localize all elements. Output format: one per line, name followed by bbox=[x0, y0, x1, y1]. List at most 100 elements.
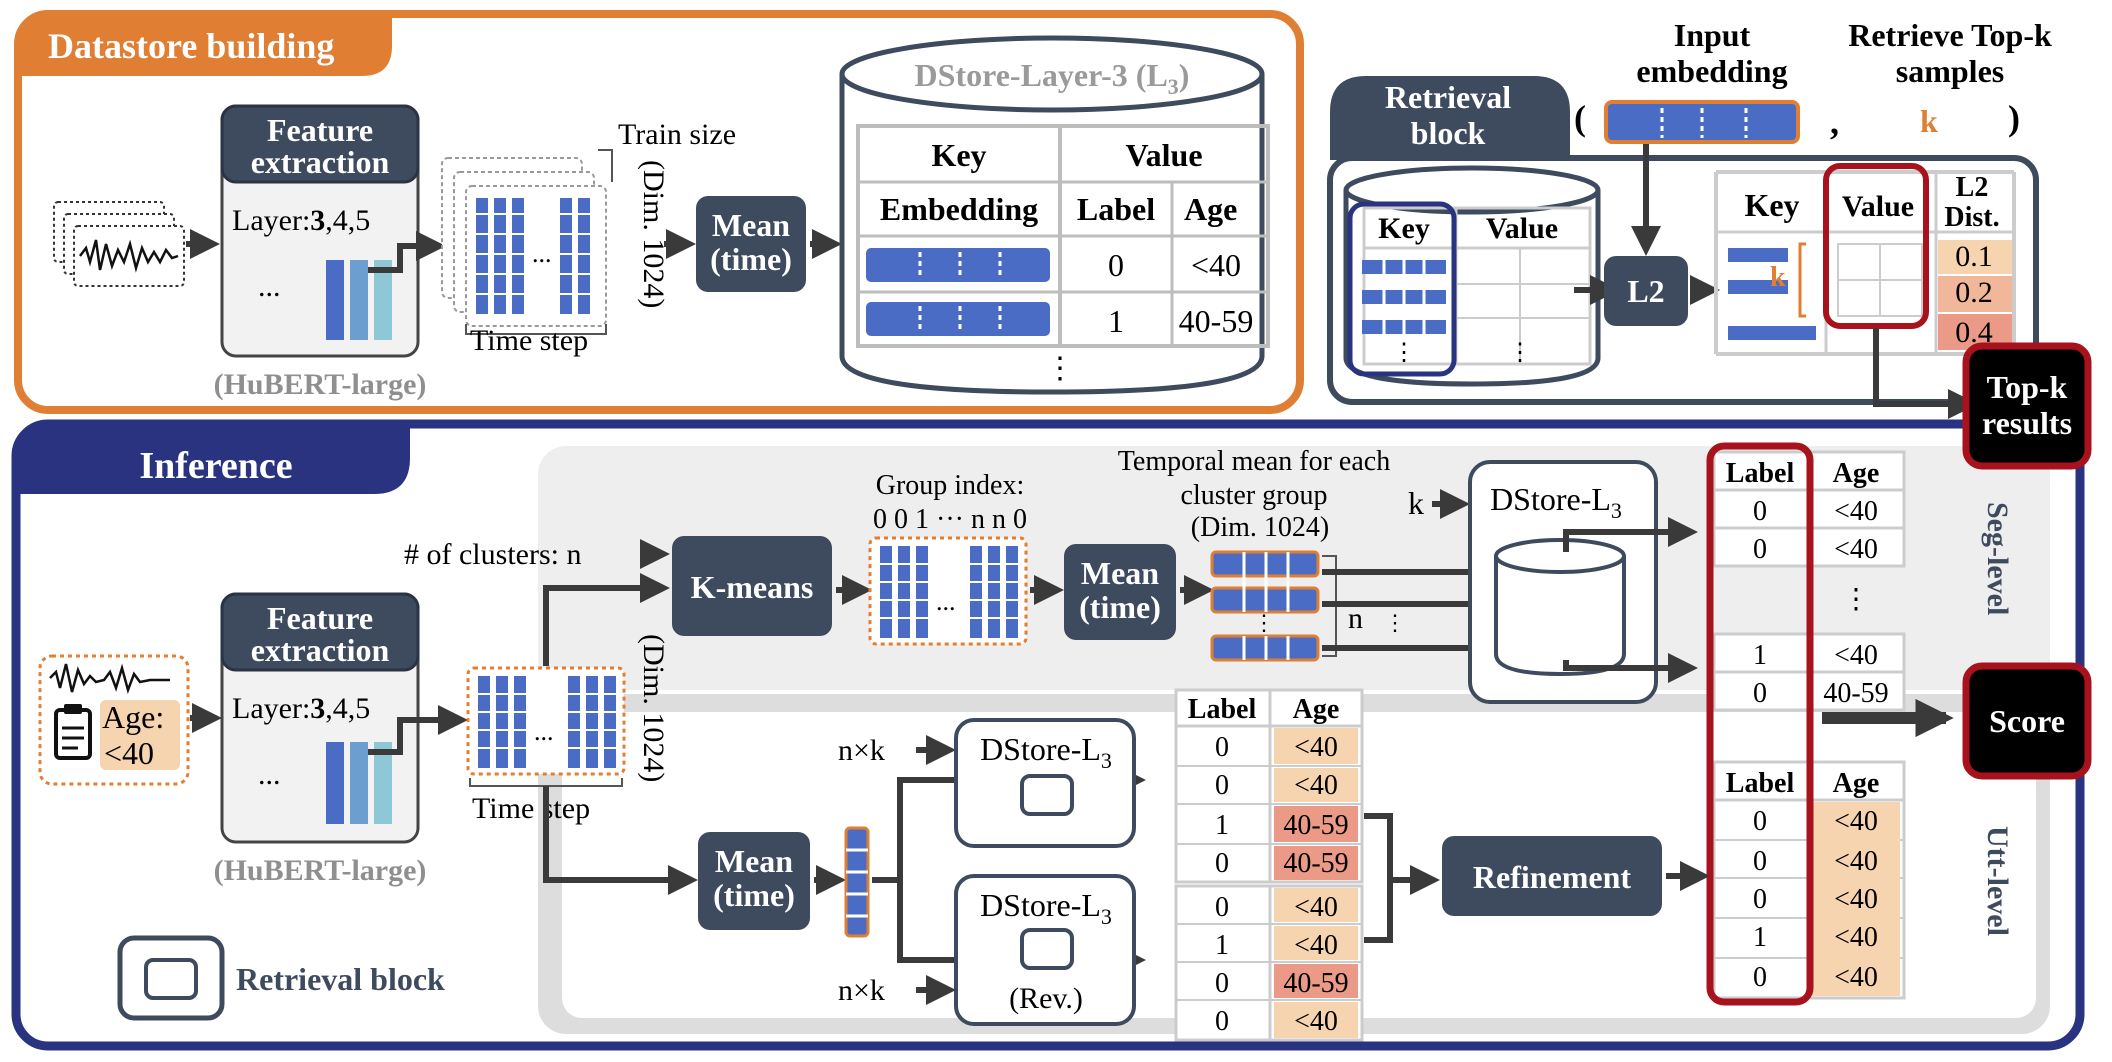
utt-bot-r3-age: 40-59 bbox=[1283, 968, 1348, 999]
feature-extraction-label-2: extraction bbox=[251, 144, 390, 180]
utt-bot-r3-label: 0 bbox=[1215, 968, 1229, 999]
clipboard-icon bbox=[54, 704, 92, 760]
l2-dist-header-1: L2 bbox=[1956, 172, 1989, 203]
input-embedding-label-2: embedding bbox=[1636, 53, 1787, 89]
utt-bot-r4-age: <40 bbox=[1294, 1006, 1338, 1037]
layer-ellipsis: ... bbox=[258, 270, 281, 303]
refined-age-header: Age bbox=[1833, 768, 1880, 799]
seg-row3-age: <40 bbox=[1834, 640, 1878, 671]
datastore-mean-block: Mean (time) bbox=[696, 196, 806, 292]
mean-label-1: Mean bbox=[712, 207, 790, 243]
seg-vdots: ⋮ bbox=[1842, 584, 1870, 615]
result-k-label: k bbox=[1770, 262, 1786, 293]
dist-1: 0.1 bbox=[1955, 240, 1993, 273]
retrieval-value-header: Value bbox=[1486, 212, 1558, 245]
inf-feature-extraction-2: extraction bbox=[251, 632, 390, 668]
utt-top-r3-age: 40-59 bbox=[1283, 810, 1348, 841]
seg-row2-label: 0 bbox=[1753, 534, 1767, 565]
refined-row5-age: <40 bbox=[1834, 962, 1878, 993]
utt-bottom-table: 0 <40 1 <40 0 40-59 0 <40 bbox=[1174, 884, 1364, 1042]
paren-close: ) bbox=[2008, 98, 2020, 138]
datastore-hubert-label: (HuBERT-large) bbox=[214, 368, 427, 401]
retrieval-block-title-2: block bbox=[1411, 115, 1486, 151]
inf-feature-ellipsis: ... bbox=[534, 717, 554, 746]
num-clusters-label: # of clusters: n bbox=[404, 538, 581, 571]
topk-results-2: results bbox=[1982, 405, 2072, 441]
nk-label-2: n×k bbox=[838, 974, 885, 1007]
topk-results-1: Top-k bbox=[1987, 369, 2068, 405]
feature-extraction-label-1: Feature bbox=[267, 112, 373, 148]
refined-row2-label: 0 bbox=[1753, 846, 1767, 877]
inf-feature-extraction-1: Feature bbox=[267, 600, 373, 636]
dstore-age-header: Age bbox=[1184, 191, 1237, 227]
dstore-value-header: Value bbox=[1125, 137, 1202, 173]
comma: , bbox=[1830, 102, 1839, 142]
inference-panel: Inference Top-k results Age: <40 F bbox=[11, 342, 2092, 1051]
dstore-row2-age: 40-59 bbox=[1179, 303, 1254, 339]
retrieval-block-title-1: Retrieval bbox=[1385, 79, 1511, 115]
utt-top-r2-label: 0 bbox=[1215, 770, 1229, 801]
utt-bot-r4-label: 0 bbox=[1215, 1006, 1229, 1037]
paren-open: ( bbox=[1574, 98, 1586, 138]
utt-top-r2-age: <40 bbox=[1294, 770, 1338, 801]
dstore-label-header: Label bbox=[1077, 191, 1155, 227]
dstore-row2-label: 1 bbox=[1108, 303, 1124, 339]
age-label: Age: bbox=[102, 699, 164, 735]
dstore-vdots: ⋮ bbox=[1045, 352, 1075, 385]
utt-mean-1: Mean bbox=[715, 843, 793, 879]
seg-dstore-label: DStore-L3 bbox=[1490, 481, 1622, 523]
inference-title: Inference bbox=[139, 445, 292, 487]
refined-label-header: Label bbox=[1726, 768, 1795, 799]
result-key-header: Key bbox=[1744, 187, 1799, 223]
inf-time-step: Time step bbox=[472, 792, 590, 825]
utt-top-r1-age: <40 bbox=[1294, 732, 1338, 763]
layer-text: Layer:3,4,5 bbox=[232, 204, 370, 237]
retrieval-block-panel: Input embedding Retrieve Top-k samples (… bbox=[1327, 17, 2052, 419]
dist-2: 0.2 bbox=[1955, 276, 1993, 309]
cluster-ellipsis: ... bbox=[936, 587, 956, 616]
datastore-building-panel: Datastore building Feature extraction La… bbox=[14, 10, 1304, 414]
refined-row5-label: 0 bbox=[1753, 962, 1767, 993]
refined-row2-age: <40 bbox=[1834, 846, 1878, 877]
utt-top-label-header: Label bbox=[1188, 694, 1257, 725]
inf-layer-ellipsis: ... bbox=[258, 758, 281, 791]
temporal-mean-3: (Dim. 1024) bbox=[1191, 512, 1329, 543]
utt-top-table: Label Age 0 <40 0 <40 1 40-59 0 40-59 bbox=[1174, 688, 1364, 884]
dstore-row1-age: <40 bbox=[1191, 247, 1241, 283]
input-audio-card: Age: <40 bbox=[38, 654, 190, 786]
utt-bot-r1-age: <40 bbox=[1294, 892, 1338, 923]
seg-row3-label: 1 bbox=[1753, 640, 1767, 671]
feature-sequence-stack: ... bbox=[441, 157, 607, 327]
group-index-1: Group index: bbox=[876, 470, 1025, 501]
dstore-key-header: Key bbox=[931, 137, 986, 173]
seg-age-header: Age bbox=[1833, 458, 1880, 489]
feature-ellipsis: ... bbox=[532, 239, 552, 268]
refined-row1-age: <40 bbox=[1834, 806, 1878, 837]
mean-label-2: (time) bbox=[710, 241, 792, 277]
refined-row4-label: 1 bbox=[1753, 922, 1767, 953]
datastore-time-step-label: Time step bbox=[470, 324, 588, 357]
seg-mean-2: (time) bbox=[1079, 589, 1161, 625]
clustered-sequence: ... bbox=[868, 536, 1028, 646]
seg-mean-1: Mean bbox=[1081, 555, 1159, 591]
inference-feature-extraction-block: Feature extraction Layer:3,4,5 ... bbox=[220, 592, 468, 844]
cluster-n: n bbox=[1348, 602, 1363, 635]
cluster-vdots: ⋮ bbox=[1253, 610, 1275, 635]
utt-level-label: Utt-level bbox=[1981, 826, 2014, 936]
retrieval-k: k bbox=[1920, 103, 1938, 139]
utt-bot-r2-age: <40 bbox=[1294, 930, 1338, 961]
utt-top-r3-label: 1 bbox=[1215, 810, 1229, 841]
refinement-block: Refinement bbox=[1473, 859, 1632, 895]
seg-row1-label: 0 bbox=[1753, 496, 1767, 527]
datastore-dim-label: (Dim. 1024) bbox=[637, 160, 670, 308]
utt-dstore1-label: DStore-L3 bbox=[980, 731, 1112, 773]
feature-extraction-block: Feature extraction Layer:3,4,5 ... bbox=[220, 104, 446, 358]
utt-bot-r1-label: 0 bbox=[1215, 892, 1229, 923]
inf-dim: (Dim. 1024) bbox=[637, 634, 670, 782]
cluster-mean-vectors: ⋮ bbox=[1210, 550, 1320, 662]
retrieval-block-legend: Retrieval block bbox=[117, 935, 445, 1021]
legend-retrieval-block-label: Retrieval block bbox=[236, 961, 445, 997]
train-size-label: Train size bbox=[618, 118, 736, 151]
refined-row3-label: 0 bbox=[1753, 884, 1767, 915]
utt-bot-r2-label: 1 bbox=[1215, 930, 1229, 961]
